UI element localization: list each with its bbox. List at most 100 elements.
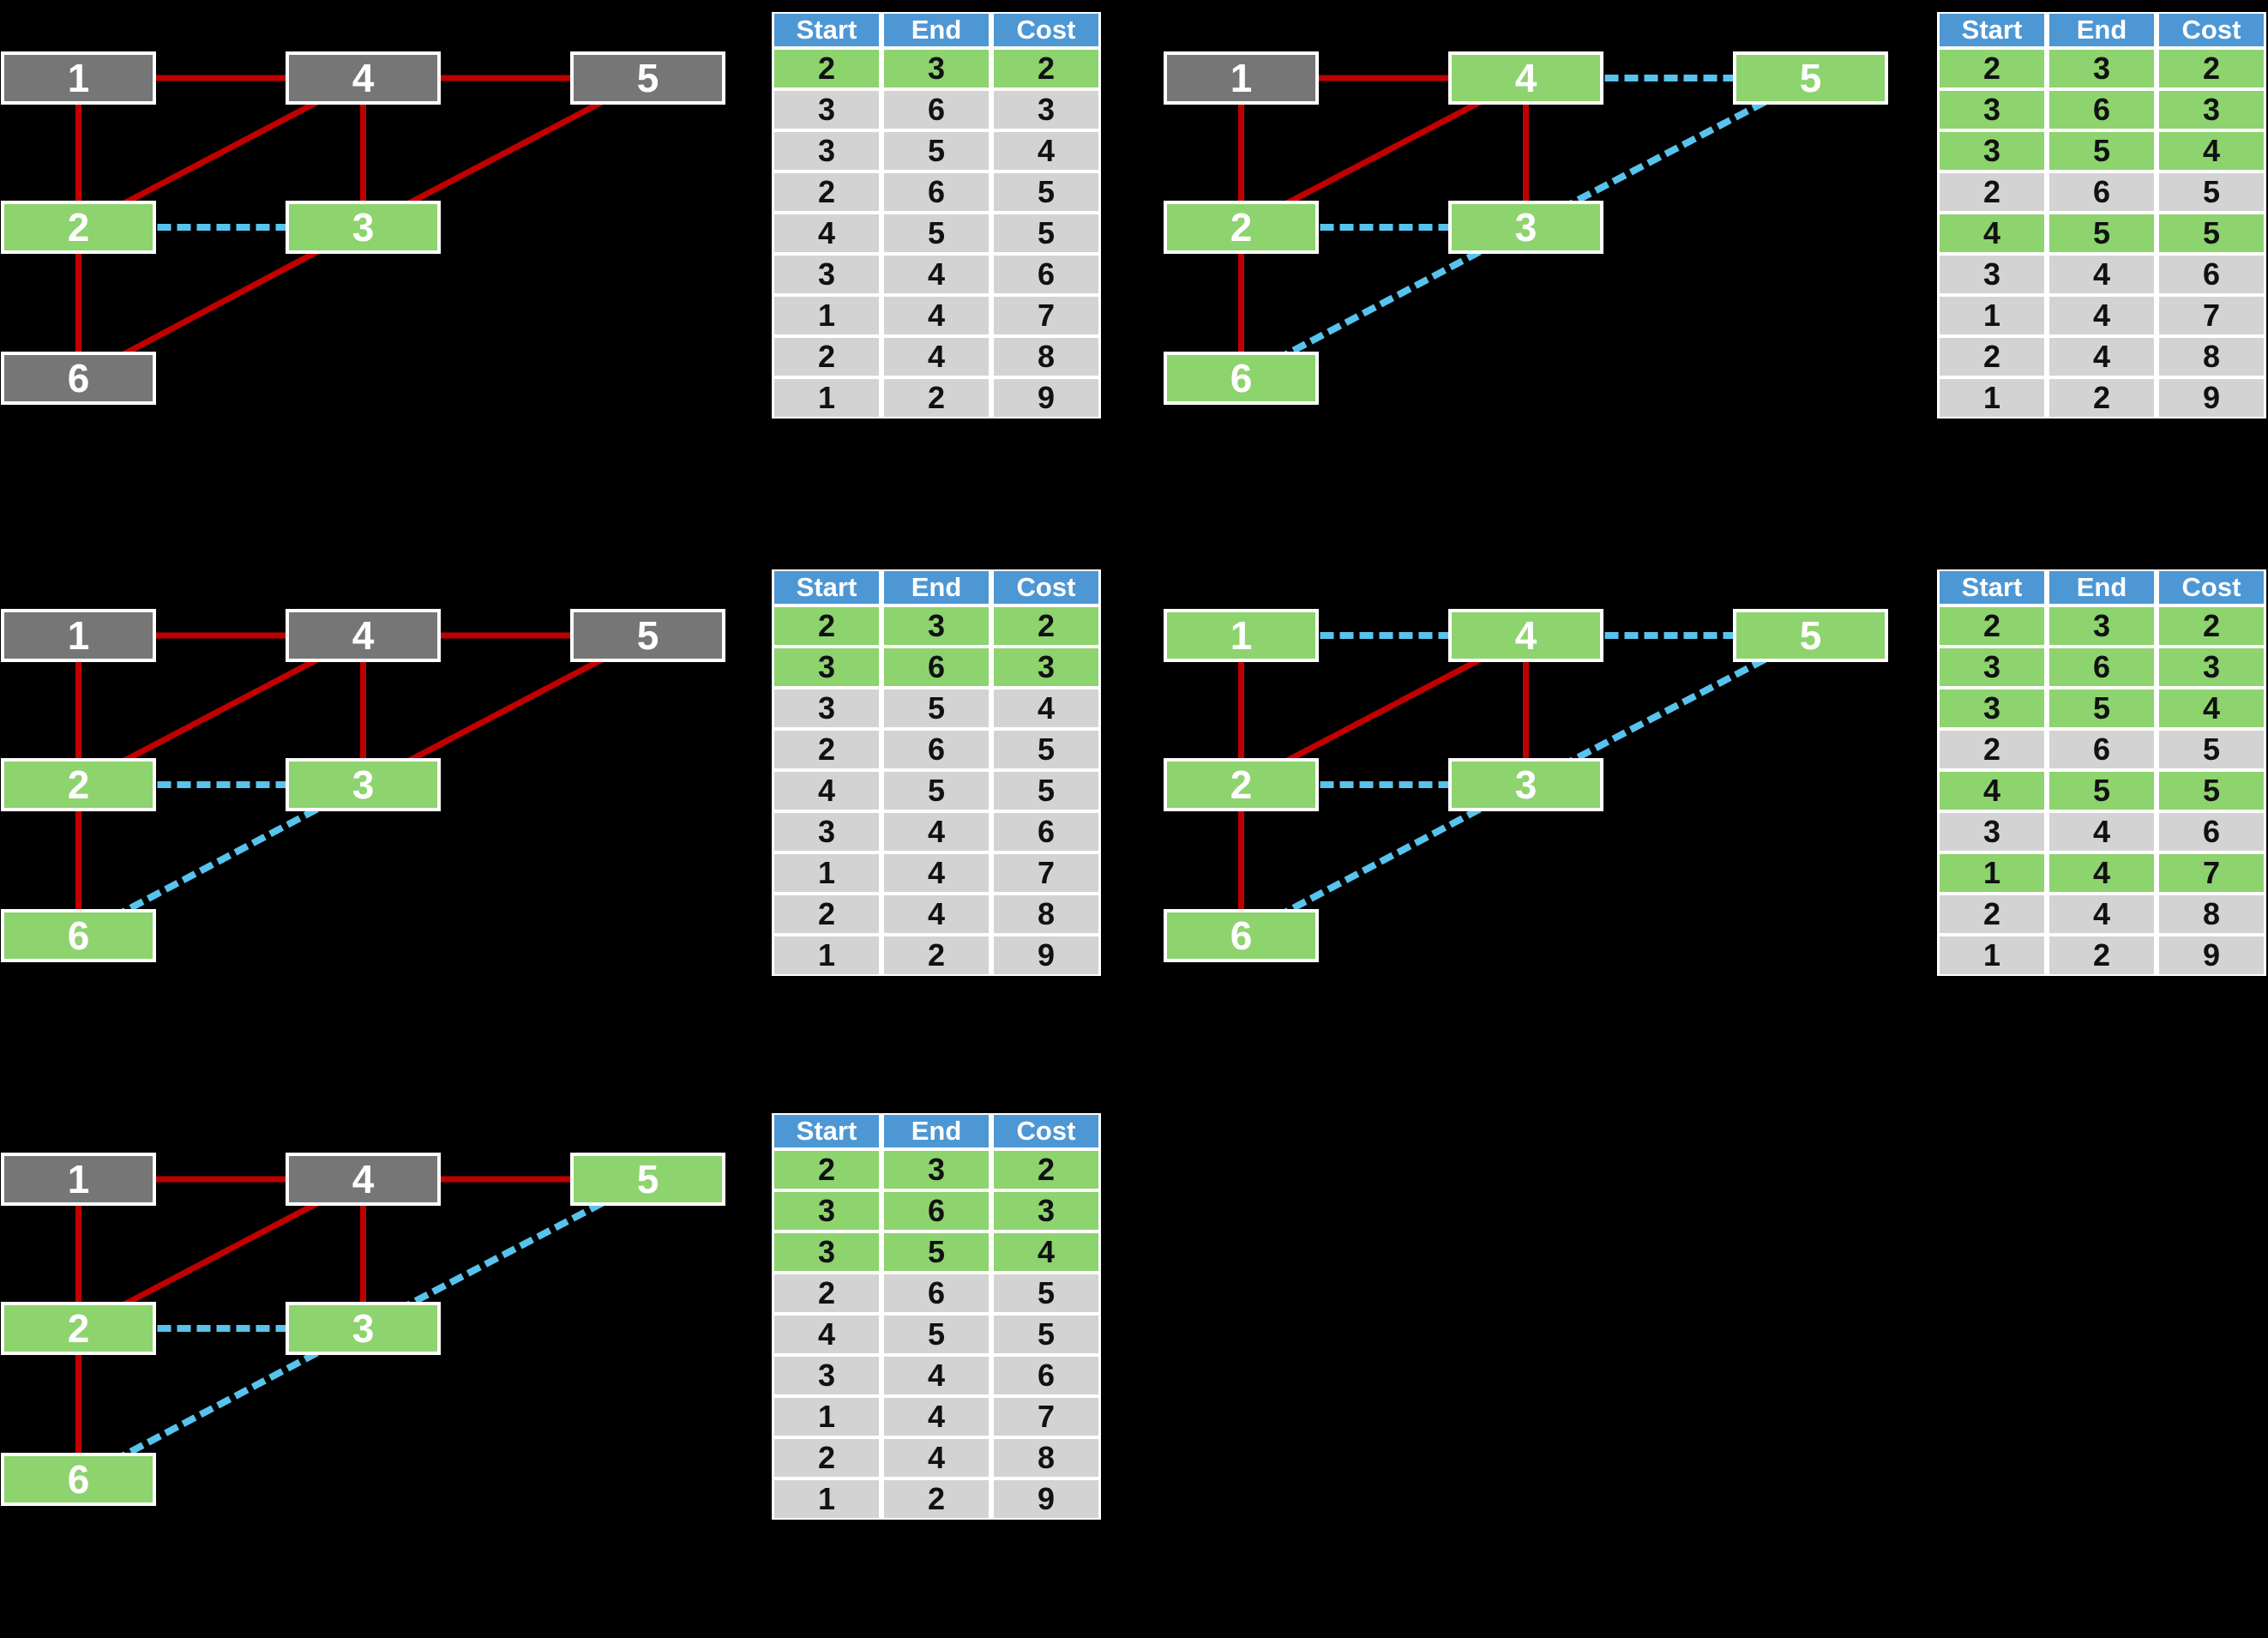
node-5-label: 5 bbox=[637, 1157, 659, 1201]
node-4-box bbox=[286, 1153, 441, 1206]
cell-end: 5 bbox=[881, 1314, 991, 1355]
node-4-box bbox=[1448, 609, 1603, 662]
cell-cost: 6 bbox=[2157, 254, 2266, 295]
cell-cost: 5 bbox=[991, 1273, 1101, 1314]
node-2-box bbox=[1, 1302, 156, 1355]
cell-start: 2 bbox=[1937, 729, 2047, 770]
cell-end: 6 bbox=[2047, 729, 2157, 770]
cell-cost: 5 bbox=[991, 770, 1101, 811]
cell-cost: 8 bbox=[991, 894, 1101, 935]
cell-start: 3 bbox=[772, 89, 881, 130]
node-6-box bbox=[1, 1453, 156, 1506]
cell-cost: 4 bbox=[991, 1232, 1101, 1273]
cell-start: 1 bbox=[1937, 852, 2047, 894]
cell-end: 4 bbox=[2047, 852, 2157, 894]
column-header-end: End bbox=[2047, 569, 2157, 605]
cell-cost: 5 bbox=[991, 172, 1101, 213]
node-6-box bbox=[1164, 352, 1319, 405]
cell-end: 2 bbox=[881, 935, 991, 976]
cell-end: 2 bbox=[881, 1478, 991, 1520]
cell-start: 2 bbox=[772, 894, 881, 935]
cell-cost: 9 bbox=[991, 377, 1101, 419]
node-5-box bbox=[1733, 609, 1888, 662]
cell-end: 6 bbox=[881, 647, 991, 688]
cell-end: 4 bbox=[2047, 894, 2157, 935]
node-1-box bbox=[1164, 51, 1319, 105]
node-2-label: 2 bbox=[68, 762, 90, 807]
node-6-box bbox=[1, 909, 156, 962]
cell-start: 1 bbox=[1937, 935, 2047, 976]
cell-cost: 2 bbox=[2157, 48, 2266, 89]
column-header-start: Start bbox=[772, 1113, 881, 1149]
node-2-box bbox=[1164, 201, 1319, 254]
node-3-label: 3 bbox=[352, 205, 375, 250]
node-2-box bbox=[1, 758, 156, 811]
node-5-label: 5 bbox=[637, 56, 659, 100]
cell-cost: 9 bbox=[2157, 935, 2266, 976]
node-5-label: 5 bbox=[1800, 56, 1822, 100]
node-3-label: 3 bbox=[1515, 762, 1537, 807]
cell-end: 4 bbox=[881, 894, 991, 935]
column-header-end: End bbox=[2047, 12, 2157, 48]
column-header-cost: Cost bbox=[2157, 12, 2266, 48]
node-2-label: 2 bbox=[1230, 762, 1253, 807]
cell-cost: 9 bbox=[991, 1478, 1101, 1520]
cell-start: 3 bbox=[772, 811, 881, 852]
cell-start: 4 bbox=[772, 770, 881, 811]
cell-cost: 2 bbox=[991, 605, 1101, 647]
cell-cost: 6 bbox=[2157, 811, 2266, 852]
cell-start: 4 bbox=[772, 213, 881, 254]
column-header-cost: Cost bbox=[991, 1113, 1101, 1149]
cell-start: 1 bbox=[772, 1478, 881, 1520]
node-1-box bbox=[1164, 609, 1319, 662]
cell-start: 1 bbox=[1937, 377, 2047, 419]
cell-cost: 4 bbox=[2157, 688, 2266, 729]
node-3-box bbox=[1448, 201, 1603, 254]
column-header-end: End bbox=[881, 569, 991, 605]
cell-start: 2 bbox=[772, 1149, 881, 1190]
cell-start: 3 bbox=[772, 130, 881, 172]
node-5-box bbox=[570, 51, 725, 105]
cell-end: 4 bbox=[881, 336, 991, 377]
cell-start: 3 bbox=[772, 688, 881, 729]
cell-start: 2 bbox=[1937, 172, 2047, 213]
cell-end: 3 bbox=[881, 605, 991, 647]
cell-cost: 3 bbox=[991, 647, 1101, 688]
node-5-box bbox=[570, 609, 725, 662]
cell-end: 5 bbox=[881, 770, 991, 811]
cell-end: 4 bbox=[2047, 811, 2157, 852]
node-3-label: 3 bbox=[352, 762, 375, 807]
node-2-label: 2 bbox=[68, 1306, 90, 1351]
node-3-label: 3 bbox=[1515, 205, 1537, 250]
column-header-end: End bbox=[881, 12, 991, 48]
cell-end: 2 bbox=[881, 377, 991, 419]
cell-start: 2 bbox=[1937, 894, 2047, 935]
cell-start: 1 bbox=[772, 852, 881, 894]
node-2-label: 2 bbox=[68, 205, 90, 250]
node-6-box bbox=[1164, 909, 1319, 962]
cell-end: 5 bbox=[2047, 688, 2157, 729]
cell-start: 1 bbox=[1937, 295, 2047, 336]
cell-end: 5 bbox=[2047, 213, 2157, 254]
cell-end: 6 bbox=[881, 172, 991, 213]
cell-cost: 7 bbox=[2157, 852, 2266, 894]
cell-start: 3 bbox=[1937, 254, 2047, 295]
cell-cost: 6 bbox=[991, 1355, 1101, 1396]
